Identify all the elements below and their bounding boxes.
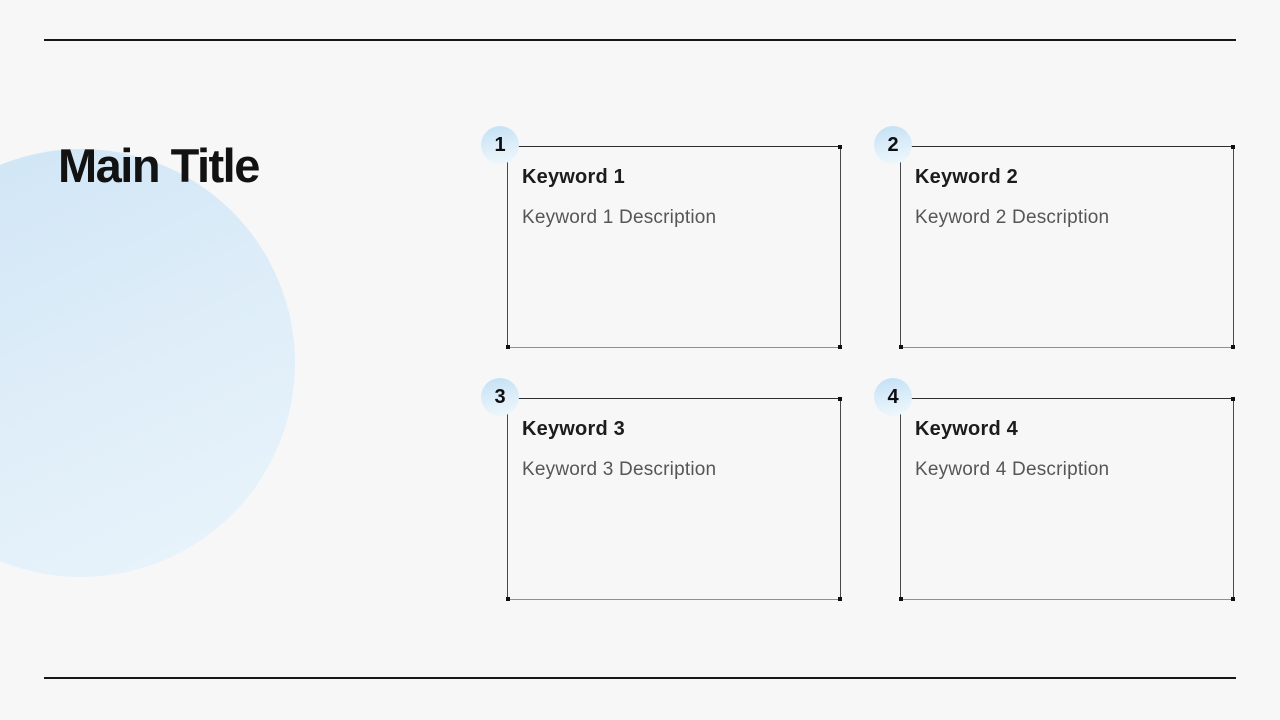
keyword-card-3: 3 Keyword 3 Keyword 3 Description <box>481 378 842 601</box>
corner-tick <box>1231 345 1235 349</box>
card-title: Keyword 4 <box>915 418 1018 440</box>
keyword-card-grid: 1 Keyword 1 Keyword 1 Description 2 Keyw… <box>481 126 1235 601</box>
slide-title: Main Title <box>58 139 260 193</box>
number-badge: 2 <box>874 126 912 164</box>
corner-tick <box>506 597 510 601</box>
card-description: Keyword 3 Description <box>522 459 717 480</box>
card-description: Keyword 4 Description <box>915 459 1110 480</box>
corner-tick <box>838 345 842 349</box>
corner-tick <box>838 397 842 401</box>
card-title: Keyword 2 <box>915 166 1018 188</box>
bottom-divider-line <box>44 677 1236 679</box>
corner-tick <box>1231 397 1235 401</box>
corner-tick <box>838 597 842 601</box>
card-description: Keyword 2 Description <box>915 207 1110 228</box>
corner-tick <box>838 145 842 149</box>
top-divider-line <box>44 39 1236 41</box>
card-title: Keyword 1 <box>522 166 625 188</box>
corner-tick <box>899 345 903 349</box>
keyword-card-1: 1 Keyword 1 Keyword 1 Description <box>481 126 842 349</box>
corner-tick <box>506 345 510 349</box>
decorative-circle <box>0 149 295 577</box>
number-badge: 3 <box>481 378 519 416</box>
corner-tick <box>1231 145 1235 149</box>
number-badge: 4 <box>874 378 912 416</box>
corner-tick <box>1231 597 1235 601</box>
keyword-card-4: 4 Keyword 4 Keyword 4 Description <box>874 378 1235 601</box>
card-description: Keyword 1 Description <box>522 207 717 228</box>
card-title: Keyword 3 <box>522 418 625 440</box>
corner-tick <box>899 597 903 601</box>
keyword-card-2: 2 Keyword 2 Keyword 2 Description <box>874 126 1235 349</box>
number-badge: 1 <box>481 126 519 164</box>
